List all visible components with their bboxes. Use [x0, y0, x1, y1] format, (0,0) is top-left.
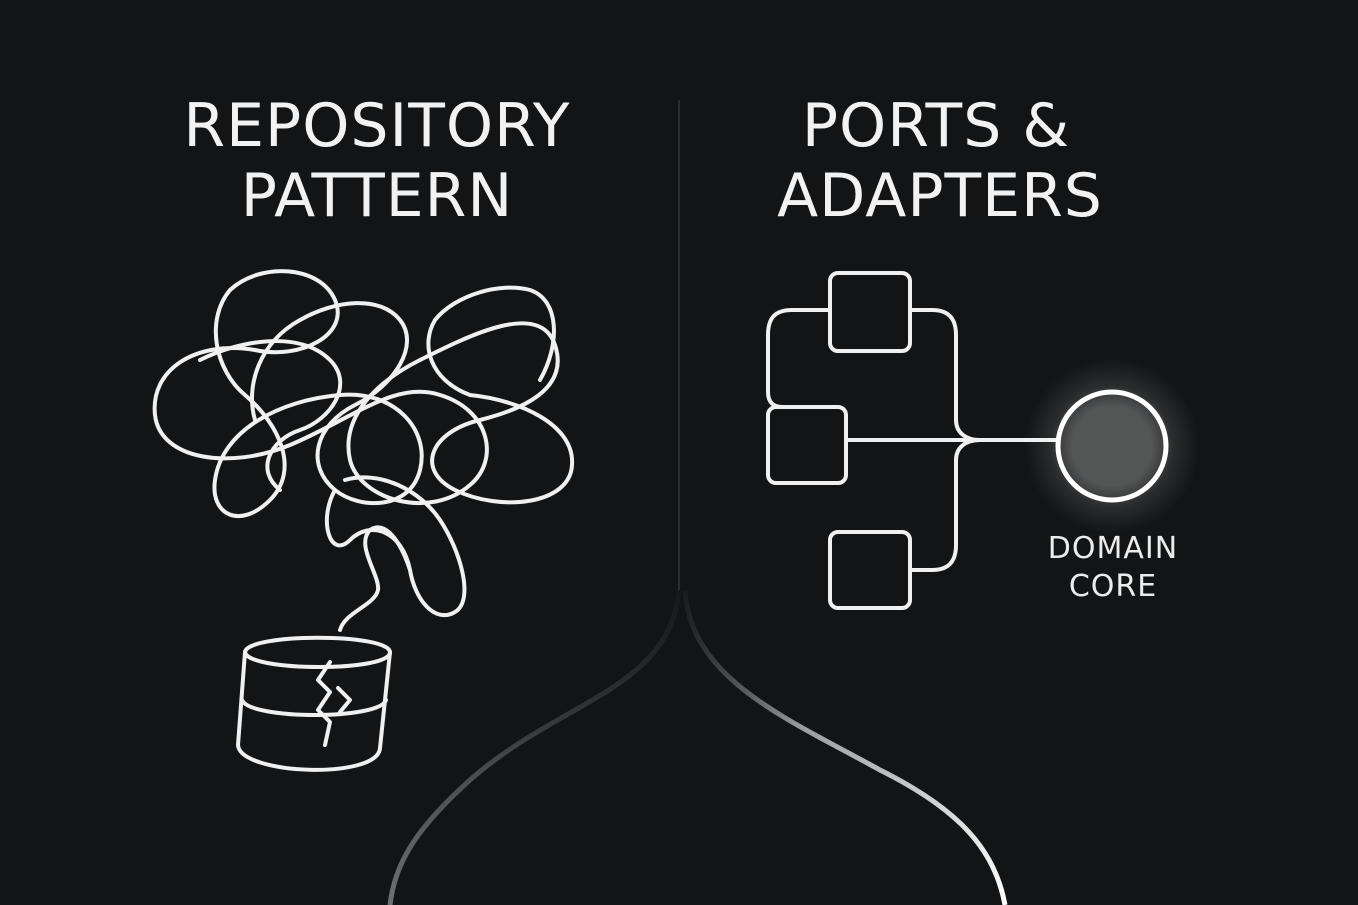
- right-title: PORTS & ADAPTERS: [777, 91, 1103, 231]
- database-band: [240, 698, 388, 717]
- divider: [387, 100, 1008, 905]
- left-title-line-2: PATTERN: [241, 161, 513, 231]
- core-label: DOMAIN CORE: [1048, 531, 1178, 604]
- right-title-line-1: PORTS &: [802, 91, 1070, 161]
- core-ring: [1055, 389, 1169, 503]
- adapter-box-top: [828, 271, 912, 353]
- left-title: REPOSITORY PATTERN: [183, 91, 570, 231]
- tangle-strand-5: [426, 285, 556, 397]
- tangle-strand-6: [324, 475, 467, 618]
- adapter-box-middle: [766, 405, 848, 485]
- left-title-line-1: REPOSITORY: [183, 91, 570, 161]
- tangle-strand-3: [212, 288, 424, 519]
- core-glow: [1024, 358, 1200, 534]
- domain-core-circle-icon: [1024, 358, 1200, 534]
- left-split-curve: [387, 589, 682, 905]
- right-title-line-2: ADAPTERS: [777, 161, 1103, 231]
- wire-top-loop: [766, 308, 982, 442]
- tangled-lines-icon: [152, 269, 575, 632]
- tangle-strand-2: [418, 321, 575, 505]
- wire-bottom: [908, 438, 982, 572]
- cracked-database-icon: [236, 635, 392, 772]
- tangle-strand-7: [338, 525, 412, 632]
- tangle-strand-8: [198, 339, 343, 492]
- database-body: [236, 650, 392, 772]
- right-split-curve: [682, 589, 1008, 905]
- core-label-line-2: CORE: [1069, 569, 1157, 604]
- tangle-strand-1: [152, 269, 489, 505]
- core-label-line-1: DOMAIN: [1048, 531, 1178, 566]
- adapter-boxes-icon: [766, 271, 1059, 610]
- adapter-box-bottom: [828, 530, 912, 610]
- tangle-strand-4: [250, 301, 410, 492]
- database-crack: [316, 660, 352, 747]
- database-top: [243, 635, 392, 669]
